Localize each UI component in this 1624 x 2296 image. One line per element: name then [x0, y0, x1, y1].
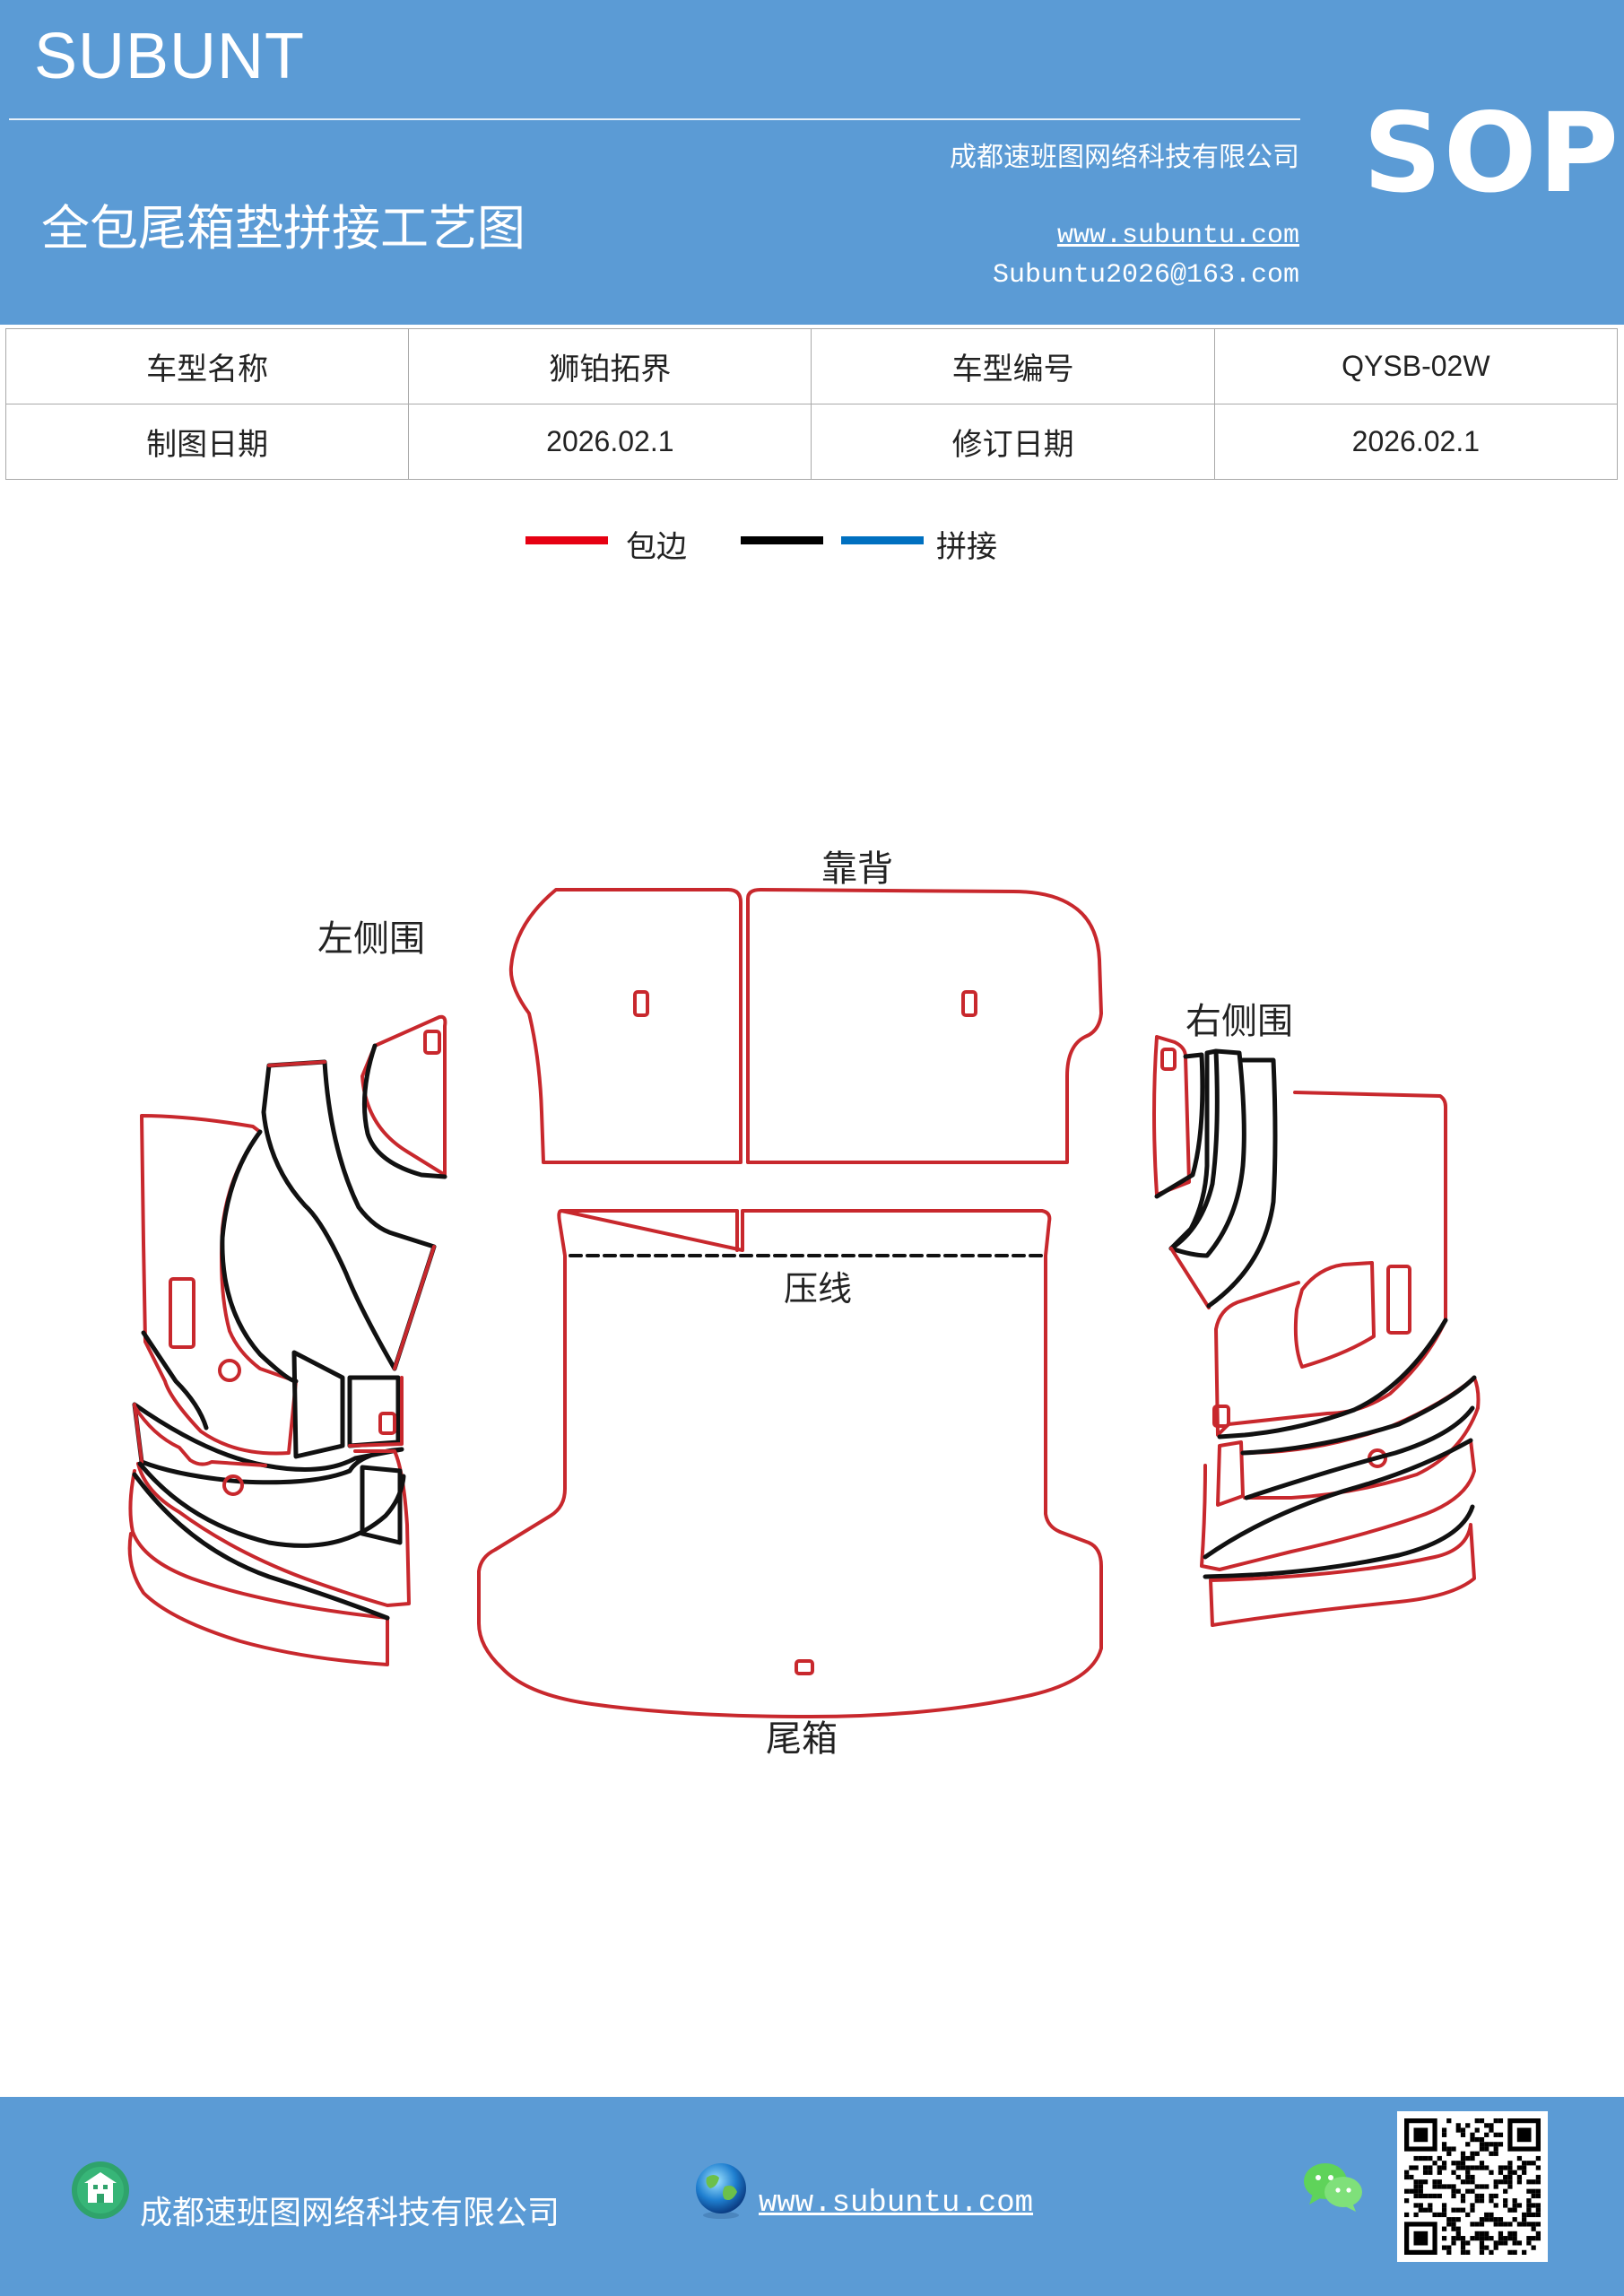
- qr-code-pattern: [1404, 2118, 1541, 2255]
- right-side-bottom-seam: [1203, 1438, 1475, 1579]
- left-side-edge-upper: [267, 1060, 436, 1370]
- backrest-right-piece: [746, 888, 1103, 1164]
- backrest-right-slot: [961, 990, 977, 1017]
- table-cell: QYSB-02W: [1213, 328, 1619, 404]
- label-trunk: 尾箱: [766, 1718, 838, 1760]
- right-side-upper-slot: [1212, 1405, 1230, 1428]
- mat-diagram: 靠背 左侧围 右侧围 压线 尾箱: [0, 807, 1624, 1794]
- table-cell: 狮铂拓界: [408, 328, 812, 404]
- website-link[interactable]: www.subuntu.com: [1056, 221, 1299, 251]
- right-side-main-seam: [1217, 1318, 1448, 1439]
- footer-banner: 成都速班图网络科技有限公司 www.subuntu.com: [0, 2097, 1624, 2296]
- left-side-insert-slot: [378, 1412, 396, 1435]
- table-cell: 2026.02.1: [1213, 404, 1619, 480]
- right-side-strip-b: [1168, 1048, 1220, 1251]
- right-side-lower-seam: [1240, 1375, 1477, 1500]
- left-side-lower-piece: [132, 1402, 404, 1485]
- left-side-main-slot: [169, 1277, 195, 1349]
- left-side-bottom-piece: [136, 1449, 411, 1607]
- table-cell: 车型名称: [4, 328, 410, 404]
- left-side-insert-a: [291, 1350, 345, 1459]
- right-side-main-piece: [1214, 1091, 1447, 1437]
- company-name: 成都速班图网络科技有限公司: [950, 142, 1299, 173]
- right-side-window: [1293, 1261, 1376, 1369]
- left-side-base-piece: [127, 1469, 389, 1666]
- legend-swatch-seam-black: [741, 536, 823, 544]
- left-side-top-piece: [360, 1014, 447, 1177]
- left-side-insert-b: [347, 1375, 401, 1448]
- right-side-lower-piece: [1216, 1376, 1481, 1507]
- footer-company-name: 成都速班图网络科技有限公司: [140, 2195, 560, 2231]
- right-side-strip-c: [1168, 1048, 1246, 1258]
- left-side-lower-edge: [133, 1403, 267, 1467]
- left-side-bottom-seam: [137, 1461, 406, 1548]
- right-side-strip-a: [1152, 1035, 1191, 1196]
- line-legend: 包边 拼接: [0, 520, 1624, 574]
- left-side-main-piece: [140, 1114, 298, 1456]
- header-banner: SUBUNT 全包尾箱垫拼接工艺图 成都速班图网络科技有限公司 www.subu…: [0, 0, 1624, 325]
- label-right-side: 右侧围: [1185, 1001, 1293, 1042]
- backrest-left-slot: [633, 990, 649, 1017]
- left-side-insert-edge: [348, 1376, 404, 1448]
- left-side-main-seam: [141, 1129, 299, 1431]
- left-side-top-slot: [423, 1030, 441, 1055]
- header-divider: [9, 118, 1300, 120]
- table-cell: 2026.02.1: [408, 404, 812, 480]
- document-title: 全包尾箱垫拼接工艺图: [41, 200, 525, 257]
- left-side-top-seam: [361, 1043, 447, 1179]
- right-side-strip-d: [1206, 1057, 1278, 1309]
- legend-label-edge: 包边: [626, 529, 687, 565]
- left-side-main-hole: [218, 1359, 241, 1382]
- right-side-bottom-piece: [1200, 1439, 1476, 1571]
- mat-diagram-svg: [127, 888, 1481, 1718]
- left-side-lower-hole: [222, 1474, 244, 1496]
- right-side-strip-c-edge: [1169, 1247, 1211, 1309]
- footer-website-link[interactable]: www.subuntu.com: [759, 2187, 1034, 2221]
- left-side-upper-strip: [261, 1059, 437, 1371]
- vehicle-info-table: 车型名称 狮铂拓界 车型编号 QYSB-02W 制图日期 2026.02.1 修…: [4, 328, 1619, 480]
- legend-swatch-edge: [525, 536, 608, 544]
- table-cell: 修订日期: [811, 404, 1215, 480]
- brand-name: SUBUNT: [34, 21, 306, 92]
- globe-icon: [696, 2163, 746, 2219]
- right-side-main-slot: [1386, 1265, 1411, 1335]
- wechat-icon[interactable]: [1302, 2160, 1365, 2213]
- legend-swatch-seam-blue: [841, 536, 924, 544]
- sop-badge: SOP: [1363, 90, 1620, 217]
- label-backrest: 靠背: [821, 848, 893, 890]
- building-icon: [72, 2161, 129, 2219]
- right-side-base-piece: [1209, 1523, 1476, 1627]
- qr-code: [1397, 2111, 1548, 2262]
- legend-label-seam: 拼接: [936, 529, 997, 565]
- label-crease: 压线: [784, 1269, 853, 1309]
- label-left-side: 左侧围: [317, 918, 425, 960]
- left-side-base-seam: [132, 1472, 390, 1621]
- trunk-floor-piece: [477, 1209, 1103, 1718]
- table-row: 制图日期 2026.02.1 修订日期 2026.02.1: [4, 404, 1619, 480]
- right-side-strip-slot: [1160, 1048, 1177, 1071]
- right-side-strip-a-seam: [1154, 1052, 1205, 1199]
- email-address: Subuntu2026@163.com: [992, 260, 1299, 291]
- table-cell: 车型编号: [811, 328, 1215, 404]
- table-row: 车型名称 狮铂拓界 车型编号 QYSB-02W: [4, 328, 1619, 404]
- backrest-left-piece: [508, 888, 743, 1164]
- trunk-floor-slot: [795, 1659, 814, 1675]
- table-cell: 制图日期: [4, 404, 410, 480]
